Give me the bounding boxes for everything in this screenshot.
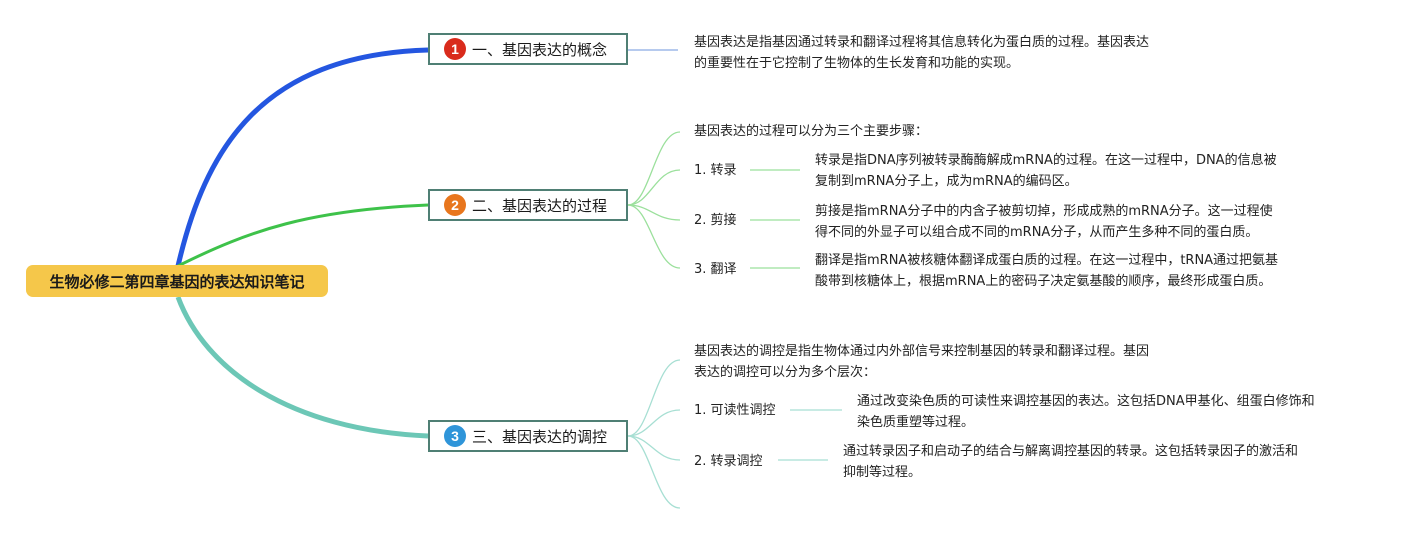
step-line-2: 酸带到核糖体上，根据mRNA上的密码子决定氨基酸的顺序，最终形成蛋白质。 [815, 274, 1272, 289]
process-fan [627, 131, 800, 269]
process-step-transcription-text[interactable]: 转录是指DNA序列被转录酶酶解成mRNA的过程。在这一过程中，DNA的信息被 复… [815, 150, 1277, 192]
regulation-intro[interactable]: 基因表达的调控是指生物体通过内外部信号来控制基因的转录和翻译过程。基因 表达的调… [694, 341, 1149, 383]
process-step-splicing-label[interactable]: 2. 剪接 [694, 213, 737, 228]
process-step-translation-text[interactable]: 翻译是指mRNA被核糖体翻译成蛋白质的过程。在这一过程中，tRNA通过把氨基 酸… [815, 250, 1278, 292]
step-line-2: 抑制等过程。 [843, 465, 922, 480]
step-line-1: 转录是指DNA序列被转录酶酶解成mRNA的过程。在这一过程中，DNA的信息被 [815, 153, 1277, 168]
step-line-1: 通过改变染色质的可读性来调控基因的表达。这包括DNA甲基化、组蛋白修饰和 [857, 394, 1315, 409]
concept-line-2: 的重要性在于它控制了生物体的生长发育和功能的实现。 [694, 56, 1020, 71]
concept-text[interactable]: 基因表达是指基因通过转录和翻译过程将其信息转化为蛋白质的过程。基因表达 的重要性… [694, 32, 1149, 74]
branch-label: 一、基因表达的概念 [472, 40, 608, 59]
regulation-step-transcription-label[interactable]: 2. 转录调控 [694, 454, 763, 469]
number-badge-1-icon: 1 [444, 38, 466, 60]
process-step-translation-label[interactable]: 3. 翻译 [694, 262, 737, 277]
branch-label: 二、基因表达的过程 [472, 196, 608, 215]
number-badge-3-icon: 3 [444, 425, 466, 447]
process-intro[interactable]: 基因表达的过程可以分为三个主要步骤： [694, 124, 929, 139]
branch-2-connector [177, 203, 429, 268]
step-line-1: 通过转录因子和启动子的结合与解离调控基因的转录。这包括转录因子的激活和 [843, 444, 1299, 459]
process-step-transcription-label[interactable]: 1. 转录 [694, 163, 737, 178]
process-step-splicing-text[interactable]: 剪接是指mRNA分子中的内含子被剪切掉，形成成熟的mRNA分子。这一过程使 得不… [815, 201, 1273, 243]
step-line-1: 剪接是指mRNA分子中的内含子被剪切掉，形成成熟的mRNA分子。这一过程使 [815, 204, 1273, 219]
step-line-2: 得不同的外显子可以组合成不同的mRNA分子，从而产生多种不同的蛋白质。 [815, 225, 1259, 240]
regulation-step-transcription-text[interactable]: 通过转录因子和启动子的结合与解离调控基因的转录。这包括转录因子的激活和 抑制等过… [843, 441, 1298, 483]
concept-line-1: 基因表达是指基因通过转录和翻译过程将其信息转化为蛋白质的过程。基因表达 [694, 35, 1150, 50]
branch-3-connector [175, 296, 429, 439]
branch-1-connector [175, 47, 429, 267]
step-line-2: 复制到mRNA分子上，成为mRNA的编码区。 [815, 174, 1078, 189]
regulation-intro-line-1: 基因表达的调控是指生物体通过内外部信号来控制基因的转录和翻译过程。基因 [694, 344, 1150, 359]
regulation-fan [627, 359, 842, 509]
branch-concept[interactable]: 1 一、基因表达的概念 [428, 33, 628, 65]
regulation-intro-line-2: 表达的调控可以分为多个层次： [694, 365, 877, 380]
root-topic[interactable]: 生物必修二第四章基因的表达知识笔记 [26, 265, 328, 297]
step-line-2: 染色质重塑等过程。 [857, 415, 975, 430]
branch-regulation[interactable]: 3 三、基因表达的调控 [428, 420, 628, 452]
branch-label: 三、基因表达的调控 [472, 427, 608, 446]
step-line-1: 翻译是指mRNA被核糖体翻译成蛋白质的过程。在这一过程中，tRNA通过把氨基 [815, 253, 1279, 268]
regulation-step-accessibility-text[interactable]: 通过改变染色质的可读性来调控基因的表达。这包括DNA甲基化、组蛋白修饰和 染色质… [857, 391, 1315, 433]
number-badge-2-icon: 2 [444, 194, 466, 216]
branch-process[interactable]: 2 二、基因表达的过程 [428, 189, 628, 221]
regulation-step-accessibility-label[interactable]: 1. 可读性调控 [694, 403, 776, 418]
